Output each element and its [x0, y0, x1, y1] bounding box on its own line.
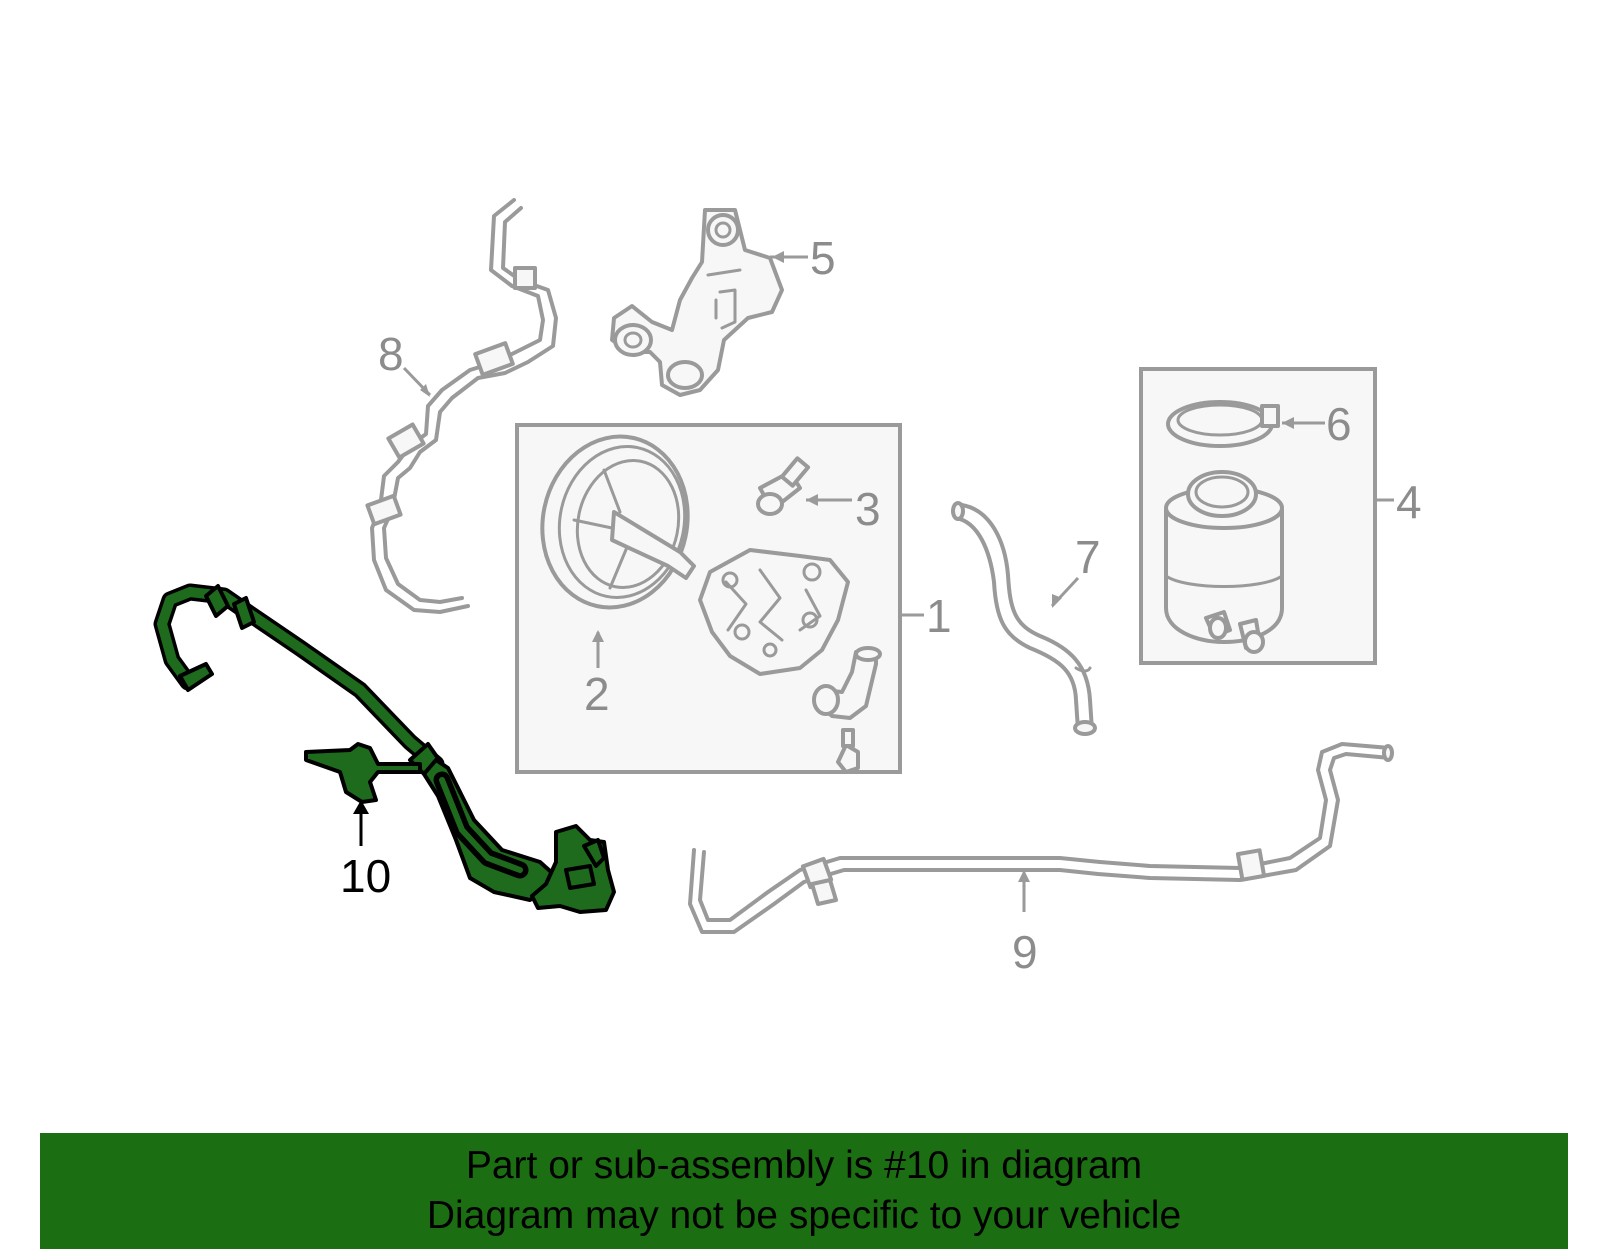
- pulley-part-2[interactable]: [527, 423, 704, 621]
- suction-hose-part-7[interactable]: [951, 501, 1097, 736]
- fluid-reservoir-icon: [1164, 470, 1284, 654]
- callout-4: 4: [1396, 476, 1422, 528]
- arrowhead-10: [353, 800, 369, 814]
- bracket-part-5[interactable]: [610, 208, 784, 397]
- callout-2: 2: [584, 668, 610, 720]
- banner-line-1: Part or sub-assembly is #10 in diagram: [465, 1144, 1143, 1187]
- callout-7: 7: [1075, 531, 1101, 583]
- pressure-hose-part-10[interactable]: [153, 583, 616, 914]
- reservoir-cap-part-6[interactable]: [1166, 400, 1280, 448]
- info-banner: Part or sub-assembly is #10 in diagram D…: [40, 1133, 1568, 1249]
- pump-assembly-part-1[interactable]: [515, 423, 902, 774]
- callout-10: 10: [340, 850, 391, 902]
- return-tube-part-9[interactable]: [688, 742, 1394, 934]
- callout-3: 3: [855, 483, 881, 535]
- pressure-switch-part-3[interactable]: [756, 456, 811, 516]
- callout-9: 9: [1012, 926, 1038, 978]
- callout-6: 6: [1326, 398, 1352, 450]
- return-line-part-8[interactable]: [365, 198, 558, 614]
- banner-line-2: Diagram may not be specific to your vehi…: [426, 1194, 1182, 1237]
- callout-5: 5: [810, 232, 836, 284]
- pump-body: [698, 548, 850, 676]
- leader-arrowheads: [420, 251, 1294, 882]
- fitting: [812, 646, 882, 774]
- reservoir-assembly-part-4[interactable]: [1139, 367, 1377, 665]
- callout-8: 8: [378, 328, 404, 380]
- callout-1: 1: [926, 590, 952, 642]
